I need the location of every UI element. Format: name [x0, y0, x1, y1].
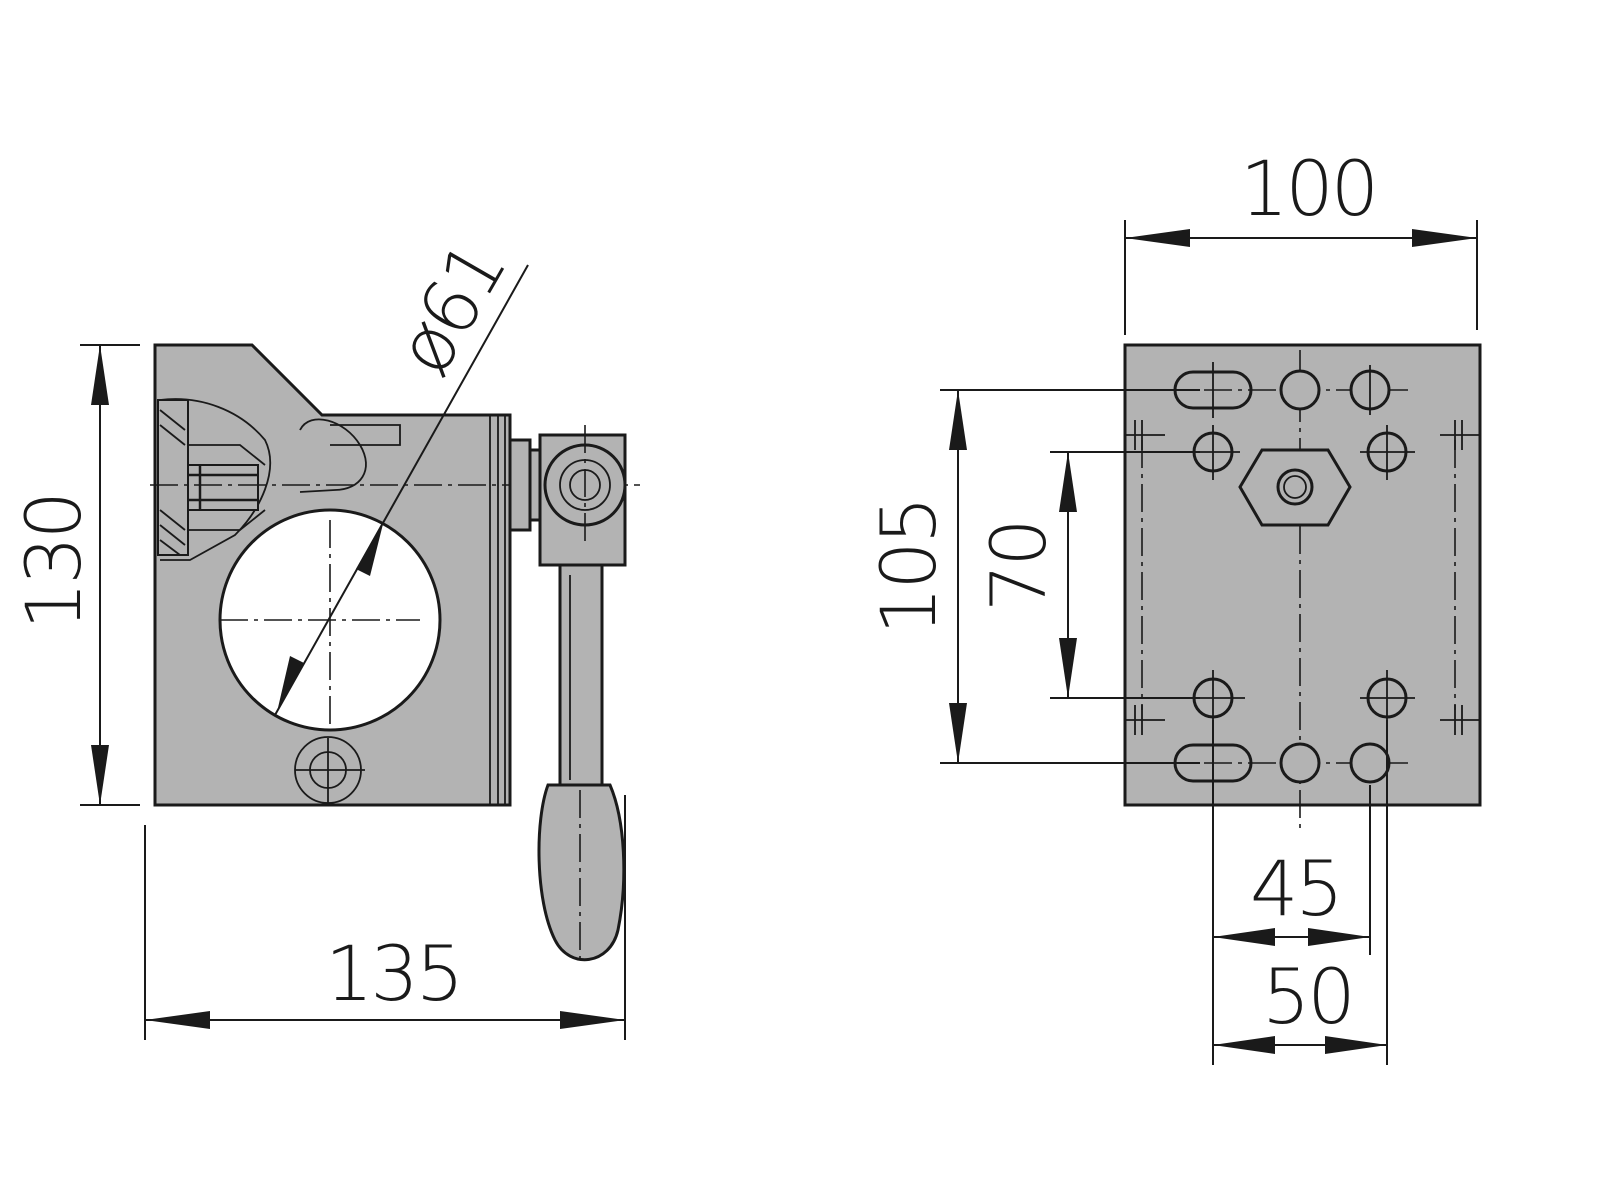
lever-assembly	[508, 425, 627, 962]
dim-label-hole-spacing-outer: 50	[1262, 952, 1353, 1041]
dim-label-plate-height-inner: 70	[974, 521, 1063, 612]
dim-bore-diameter	[274, 264, 529, 716]
dim-side-width	[144, 795, 626, 1040]
dim-side-height	[80, 344, 140, 806]
dim-label-hole-spacing-inner: 45	[1250, 844, 1341, 933]
dim-label-side-width: 135	[325, 929, 461, 1018]
lever-handle	[537, 783, 626, 962]
dim-plate-width	[1124, 220, 1478, 335]
clamp-side-view: 130 135 ø61	[9, 228, 640, 1040]
dim-label-plate-width: 100	[1240, 144, 1376, 233]
dim-plate-height-outer	[940, 389, 1200, 764]
mounting-plate-view: 100 105 70 45	[864, 144, 1482, 1065]
dim-label-bore-diameter: ø61	[379, 228, 523, 389]
mounting-plate	[1123, 343, 1482, 807]
dim-hole-spacing-inner	[1212, 720, 1371, 1065]
dim-plate-height-inner	[1050, 451, 1200, 699]
dim-hole-spacing-outer	[1213, 720, 1388, 1065]
bolt-section	[157, 399, 266, 556]
dim-label-plate-height-outer: 105	[864, 499, 953, 635]
dim-label-side-height: 130	[9, 494, 98, 630]
